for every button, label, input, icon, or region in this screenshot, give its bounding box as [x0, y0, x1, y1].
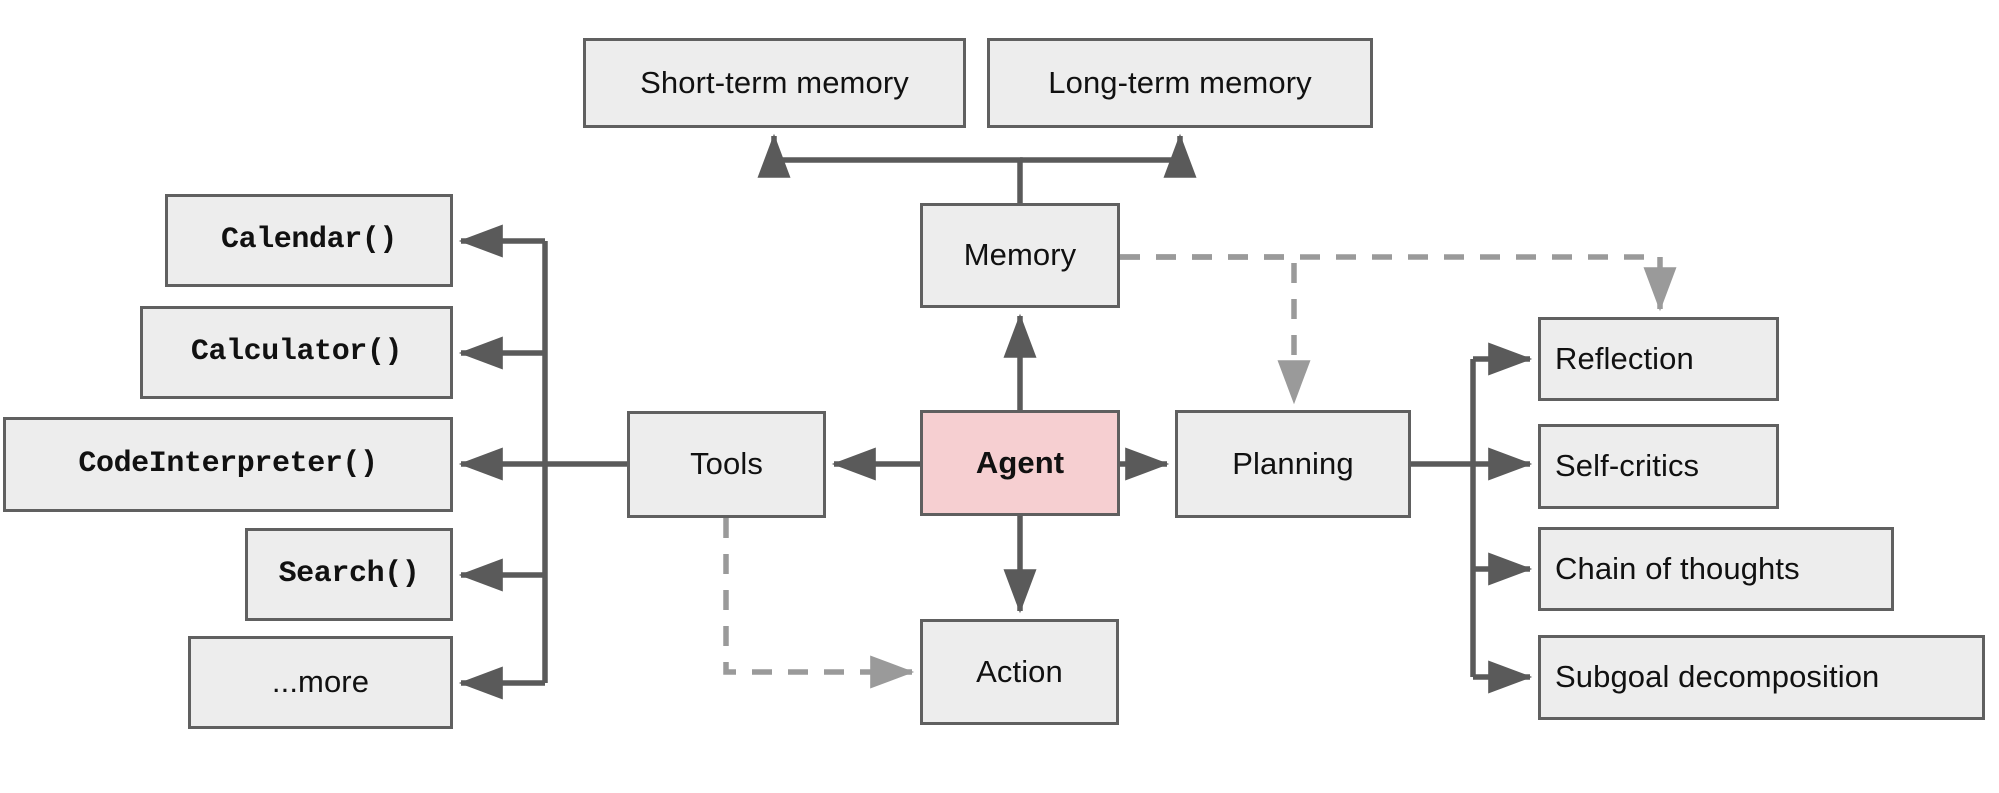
node-long-term-memory[interactable]: Long-term memory [987, 38, 1373, 128]
node-label: Search() [278, 557, 420, 591]
node-memory[interactable]: Memory [920, 203, 1120, 308]
edge-memory-to-short-term-memory [757, 133, 1023, 203]
node-short-term-memory[interactable]: Short-term memory [583, 38, 966, 128]
node-label: Subgoal decomposition [1555, 659, 1880, 695]
node-label: Long-term memory [1048, 64, 1312, 100]
edge-memory-to-reflection-dashed [1120, 254, 1677, 312]
edge-memory-to-planning-dashed [1120, 254, 1311, 405]
node-label: Short-term memory [640, 64, 909, 100]
node-more[interactable]: ...more [188, 636, 453, 729]
node-label: Chain of thoughts [1555, 550, 1800, 586]
node-reflection[interactable]: Reflection [1538, 317, 1779, 401]
node-label: Tools [690, 446, 763, 482]
edge-memory-to-long-term-memory [1020, 133, 1197, 178]
node-label: Memory [963, 237, 1077, 273]
node-label: Self-critics [1555, 448, 1700, 484]
node-planning[interactable]: Planning [1175, 410, 1411, 518]
node-label: Planning [1232, 445, 1354, 481]
node-chain-of-thoughts[interactable]: Chain of thoughts [1538, 527, 1894, 611]
node-subgoal-decomposition[interactable]: Subgoal decomposition [1538, 635, 1985, 720]
node-agent[interactable]: Agent [920, 410, 1120, 516]
node-calculator[interactable]: Calculator() [140, 306, 453, 399]
node-label: Calculator() [190, 335, 403, 369]
node-label: Reflection [1555, 340, 1694, 376]
node-label: Calendar() [220, 223, 398, 257]
node-self-critics[interactable]: Self-critics [1538, 424, 1779, 509]
node-code-interpreter[interactable]: CodeInterpreter() [3, 417, 453, 512]
node-tools[interactable]: Tools [627, 411, 826, 518]
edge-tools-to-action-dashed [723, 518, 915, 689]
node-calendar[interactable]: Calendar() [165, 194, 453, 287]
node-label: Agent [975, 444, 1065, 480]
node-search[interactable]: Search() [245, 528, 453, 621]
node-label: ...more [271, 664, 370, 700]
node-label: CodeInterpreter() [78, 447, 378, 481]
node-action[interactable]: Action [920, 619, 1119, 725]
node-label: Action [976, 653, 1063, 689]
